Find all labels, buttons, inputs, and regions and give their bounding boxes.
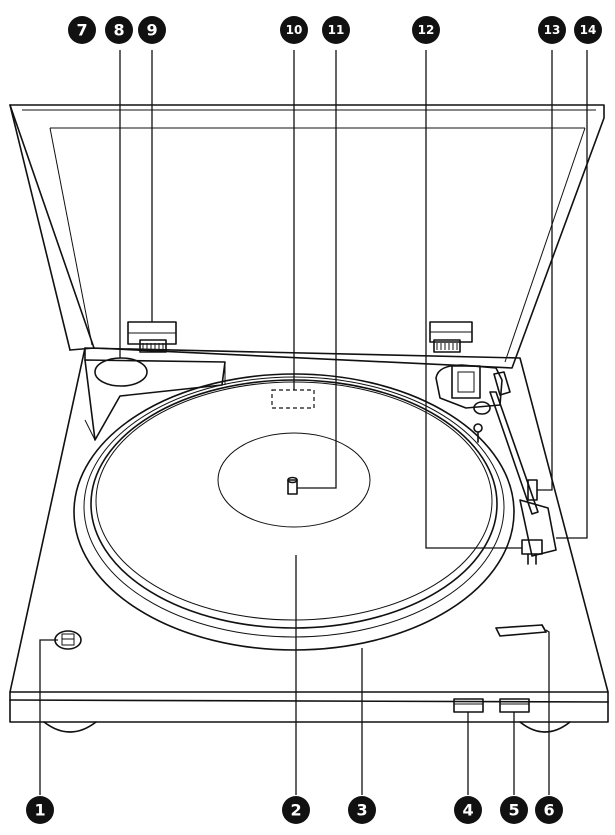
callout-12-label: 12 — [418, 23, 435, 37]
leader-lines — [39, 50, 588, 795]
callout-12: 12 — [412, 16, 440, 44]
callout-13: 13 — [538, 16, 566, 44]
cueing-lever — [495, 624, 547, 637]
callout-6-label: 6 — [543, 801, 554, 820]
callout-6: 6 — [535, 796, 563, 824]
turntable-base — [9, 347, 609, 733]
callout-4-label: 4 — [462, 801, 473, 820]
callout-5: 5 — [500, 796, 528, 824]
callout-5-label: 5 — [508, 801, 519, 820]
power-switch — [54, 630, 82, 650]
hinge-right — [429, 321, 473, 353]
callout-4: 4 — [454, 796, 482, 824]
platter-rim — [73, 373, 515, 651]
callout-14: 14 — [574, 16, 602, 44]
center-spindle — [287, 476, 298, 495]
callout-10-label: 10 — [286, 23, 303, 37]
callout-3-label: 3 — [356, 801, 367, 820]
headshell — [519, 499, 557, 565]
callout-10: 10 — [280, 16, 308, 44]
callout-9: 9 — [138, 16, 166, 44]
drive-belt-area — [271, 389, 315, 409]
callout-7: 7 — [68, 16, 96, 44]
callout-2: 2 — [282, 796, 310, 824]
adapter-holder — [94, 357, 148, 387]
callout-3: 3 — [348, 796, 376, 824]
callout-11: 11 — [322, 16, 350, 44]
callout-14-label: 14 — [580, 23, 597, 37]
callout-8-label: 8 — [113, 21, 124, 40]
callout-1: 1 — [26, 796, 54, 824]
callout-7-label: 7 — [76, 21, 87, 40]
callout-13-label: 13 — [544, 23, 561, 37]
callout-2-label: 2 — [290, 801, 301, 820]
callout-11-label: 11 — [328, 23, 345, 37]
callout-9-label: 9 — [146, 21, 157, 40]
platter — [73, 373, 515, 651]
dust-cover — [9, 104, 605, 369]
tonearm-assembly — [435, 364, 557, 565]
callout-1-label: 1 — [34, 801, 45, 820]
hinge-left — [127, 321, 177, 353]
callout-8: 8 — [105, 16, 133, 44]
record-label — [217, 432, 371, 528]
